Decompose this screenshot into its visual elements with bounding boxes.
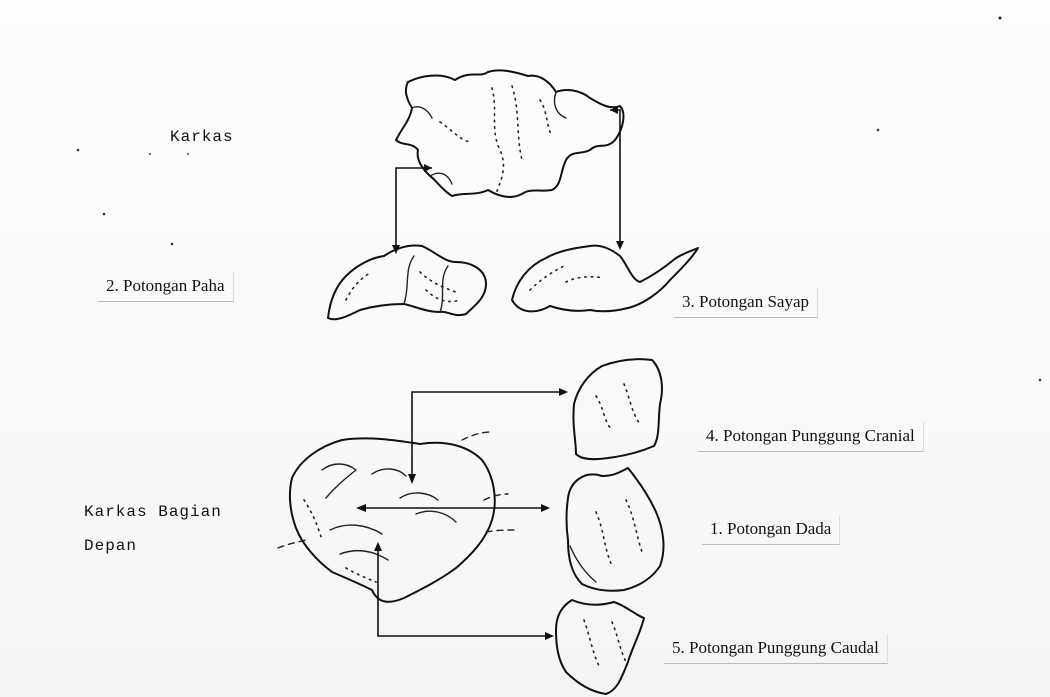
label-depan: Depan [84, 537, 137, 555]
scan-specks [77, 17, 1042, 382]
label-potongan-sayap: 3. Potongan Sayap [674, 288, 818, 318]
caudal-back-piece-drawing [556, 600, 644, 694]
whole-carcass-drawing [396, 70, 623, 197]
label-potongan-punggung-cranial: 4. Potongan Punggung Cranial [698, 422, 924, 452]
thigh-piece-drawing [328, 245, 486, 319]
label-potongan-punggung-caudal: 5. Potongan Punggung Caudal [664, 634, 888, 664]
cranial-back-piece-drawing [573, 359, 661, 459]
connector-arrows [356, 106, 624, 640]
label-karkas: Karkas [170, 128, 234, 146]
front-carcass-drawing [278, 432, 514, 602]
label-potongan-paha: 2. Potongan Paha [98, 272, 234, 302]
breast-piece-drawing [567, 468, 664, 591]
label-karkas-bagian: Karkas Bagian [84, 503, 222, 521]
label-potongan-dada: 1. Potongan Dada [702, 515, 840, 545]
wing-piece-drawing [512, 246, 698, 312]
